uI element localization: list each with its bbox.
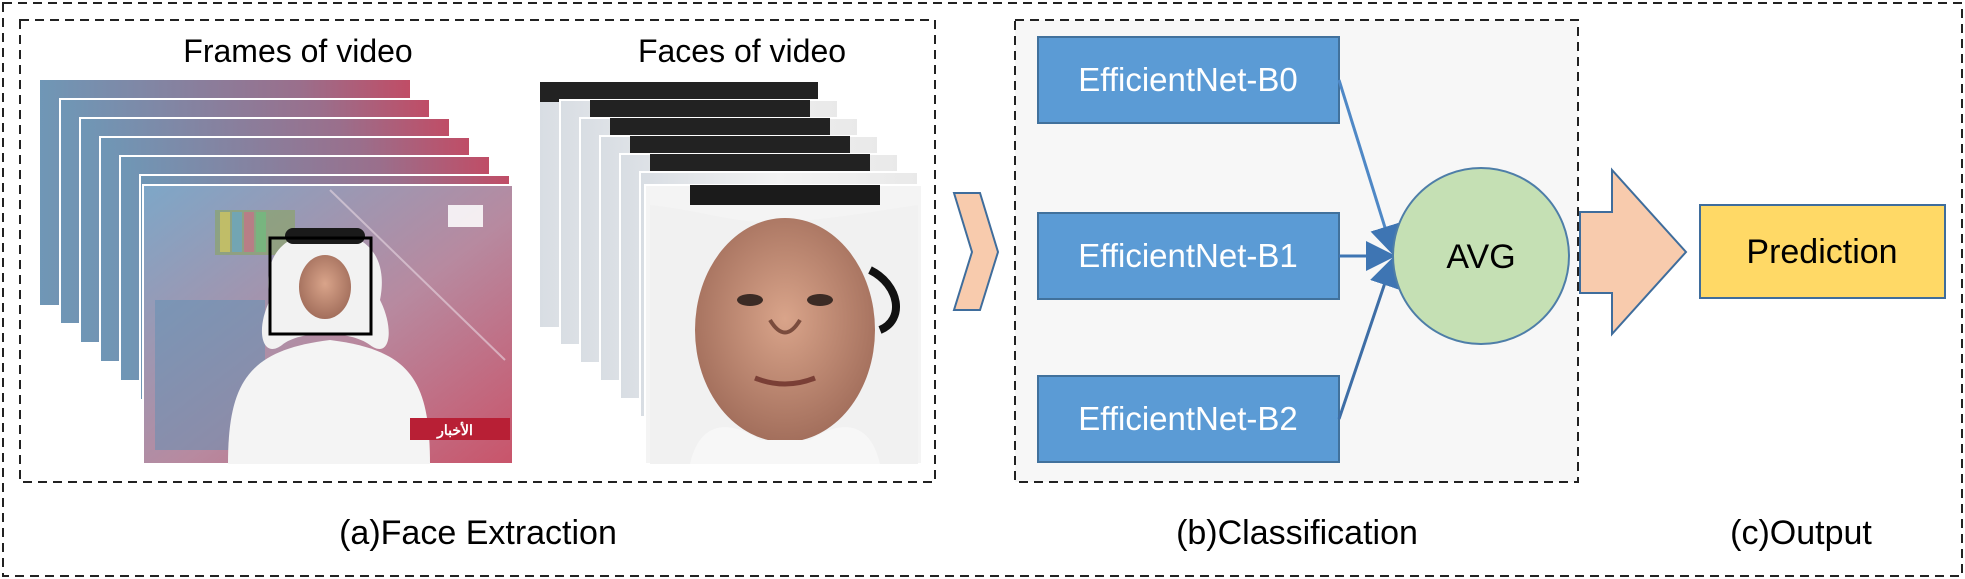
frames-title: Frames of video bbox=[183, 33, 412, 69]
prediction-box: Prediction bbox=[1699, 204, 1946, 299]
stage-arrow-block-icon bbox=[1579, 167, 1688, 337]
model-label-b0: EfficientNet-B0 bbox=[1078, 61, 1298, 98]
model-box-b2: EfficientNet-B2 bbox=[1037, 375, 1340, 463]
news-banner bbox=[410, 418, 510, 440]
faces-stack bbox=[540, 82, 923, 465]
caption-face-extraction: (a)Face Extraction bbox=[339, 514, 617, 552]
avg-label: AVG bbox=[1446, 238, 1515, 276]
avg-node: AVG bbox=[1392, 167, 1570, 345]
face-detection-box bbox=[268, 236, 373, 336]
model-label-b2: EfficientNet-B2 bbox=[1078, 400, 1298, 437]
front-face-image bbox=[644, 184, 923, 465]
caption-output: (c)Output bbox=[1730, 514, 1872, 552]
model-box-b0: EfficientNet-B0 bbox=[1037, 36, 1340, 124]
video-frames-stack: الأخبار bbox=[40, 80, 514, 465]
model-box-b1: EfficientNet-B1 bbox=[1037, 212, 1340, 300]
model-label-b1: EfficientNet-B1 bbox=[1078, 237, 1298, 274]
front-frame-image: الأخبار bbox=[142, 184, 514, 465]
connector-b2-avg bbox=[1337, 256, 1399, 420]
channel-logo-text: الأخبار bbox=[436, 421, 473, 439]
stage-arrow-chevron-icon bbox=[952, 192, 1000, 311]
caption-classification: (b)Classification bbox=[1176, 514, 1418, 552]
prediction-label: Prediction bbox=[1746, 233, 1897, 271]
connector-b0-avg bbox=[1337, 79, 1400, 256]
faces-title: Faces of video bbox=[638, 33, 846, 69]
